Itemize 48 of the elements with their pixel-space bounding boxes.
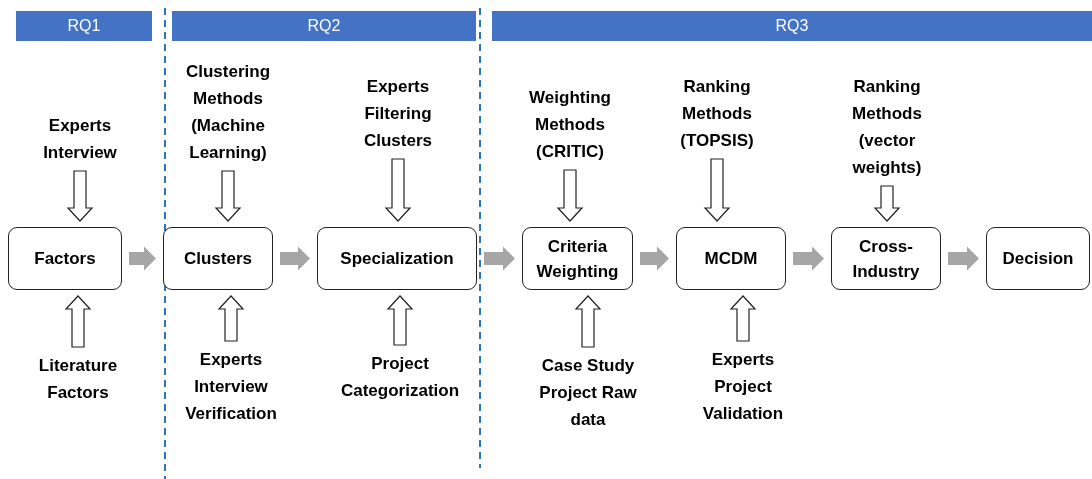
flow-arrow [484,246,515,271]
input-arrow [386,295,414,346]
input-arrow [873,185,901,222]
input-label: Case Study Project Raw data [538,352,638,433]
input-arrow [703,158,731,222]
box-label: Criteria Weighting [535,235,620,283]
process-box [522,227,633,290]
input-arrow [574,295,602,348]
box-label: Specialization [339,248,455,270]
flow-arrow [640,246,669,271]
input-label: Weighting Methods (CRITIC) [505,84,635,165]
band-label: RQ1 [67,17,101,35]
input-label: Experts Interview Verification [161,346,301,427]
research-question-band [172,11,476,41]
flow-arrow [948,246,979,271]
process-box [676,227,786,290]
input-label: Ranking Methods (TOPSIS) [652,73,782,154]
flow-arrow [793,246,824,271]
box-label: Decision [1001,248,1075,270]
band-label: RQ3 [775,17,809,35]
process-box [8,227,122,290]
band-label: RQ2 [307,17,341,35]
flow-arrow [129,246,156,271]
box-label: MCDM [703,248,759,270]
process-box [163,227,273,290]
input-label: Project Categorization [325,350,475,404]
box-label: Clusters [183,248,253,270]
input-arrow [66,170,94,222]
input-arrow [64,295,92,348]
input-label: Literature Factors [8,352,148,406]
process-box [986,227,1090,290]
input-label: Experts Filtering Clusters [343,73,453,154]
research-question-band [16,11,152,41]
input-label: Experts Interview [10,112,150,166]
research-question-band [492,11,1092,41]
box-label: Factors [33,248,97,270]
input-label: Experts Project Validation [693,346,793,427]
input-arrow [217,295,245,342]
input-arrow [556,169,584,222]
flow-arrow [280,246,310,271]
input-arrow [729,295,757,342]
process-box [317,227,477,290]
input-label: Clustering Methods (Machine Learning) [163,58,293,166]
input-label: Ranking Methods (vector weights) [822,73,952,181]
input-arrow [214,170,242,222]
box-label: Cross-Industry [851,235,921,283]
input-arrow [384,158,412,222]
process-box [831,227,941,290]
